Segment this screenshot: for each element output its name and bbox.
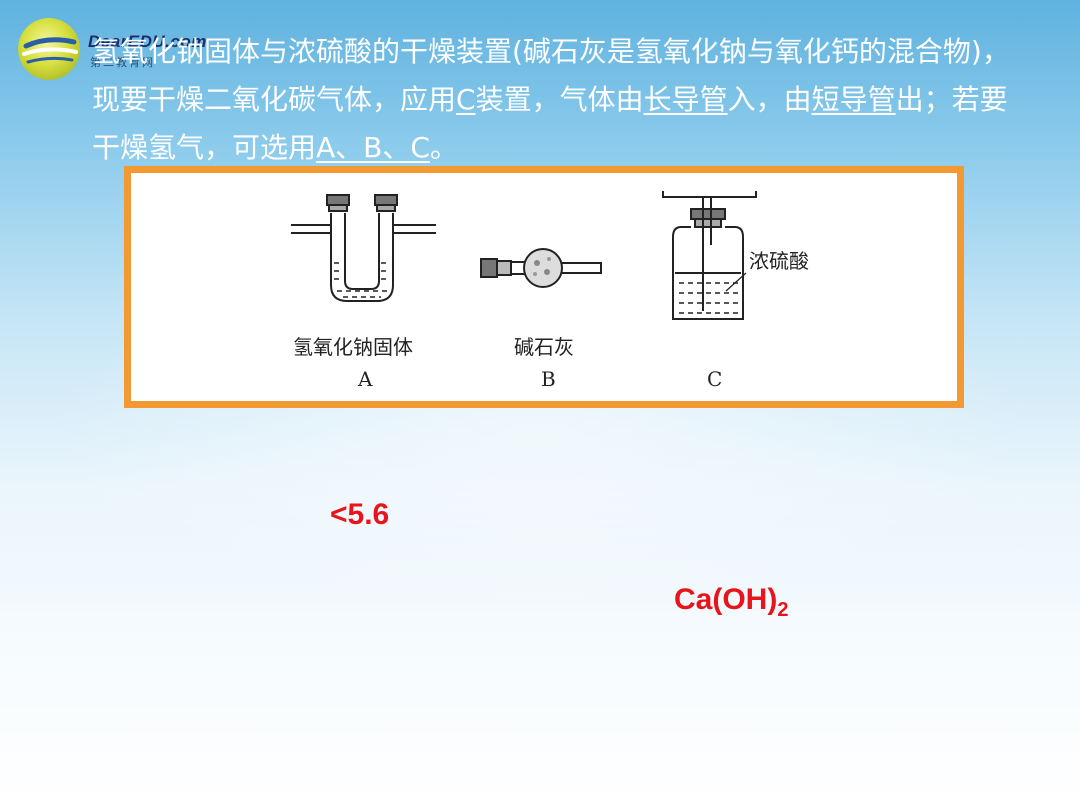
- answer-blank-device: C: [456, 83, 476, 116]
- answer-ph-value: <5.6: [330, 498, 390, 531]
- answer-blank-hydrogen: A、B、C: [316, 131, 430, 164]
- para-text-4: 出；若要干燥氢气，可选用: [92, 83, 1008, 164]
- para-text-2: 装置，气体由: [475, 83, 644, 116]
- apparatus-figure: 氢氧化钠固体 碱石灰 浓硫酸 A B C: [124, 166, 964, 408]
- logo-subtitle: 第二教育网: [90, 56, 155, 69]
- label-apparatus-a: A: [358, 367, 373, 391]
- logo-swoosh-icon: [22, 37, 78, 64]
- formula-subscript: 2: [777, 599, 789, 621]
- label-naoh-solid: 氢氧化钠固体: [293, 335, 413, 359]
- label-soda-lime: 碱石灰: [514, 335, 574, 359]
- label-apparatus-b: B: [541, 367, 556, 391]
- answer-blank-inlet: 长导管: [643, 83, 728, 116]
- label-conc-sulfuric-acid: 浓硫酸: [749, 249, 809, 273]
- answer-calcium-hydroxide: Ca(OH)2: [674, 583, 788, 622]
- para-text-3: 入，由: [727, 83, 812, 116]
- site-logo: DearEDU.com 第二教育网: [18, 18, 218, 80]
- apparatus-drawing: [291, 191, 757, 320]
- u-tube-apparatus: [291, 194, 436, 302]
- answer-blank-outlet: 短导管: [811, 83, 896, 116]
- logo-brand: DearEDU.com: [88, 32, 207, 51]
- question-paragraph: 氢氧化钠固体与浓硫酸的干燥装置(碱石灰是氢氧化钠与氧化钙的混合物)，现要干燥二氧…: [92, 28, 1012, 172]
- wash-bottle-apparatus: [662, 191, 757, 320]
- drying-tube-apparatus: [480, 248, 602, 288]
- para-text-5: 。: [429, 131, 458, 164]
- label-apparatus-c: C: [707, 367, 723, 391]
- formula-main: Ca(OH): [674, 583, 778, 616]
- para-text-1: 氢氧化钠固体与浓硫酸的干燥装置(碱石灰是氢氧化钠与氧化钙的混合物)，现要干燥二氧…: [92, 35, 1010, 116]
